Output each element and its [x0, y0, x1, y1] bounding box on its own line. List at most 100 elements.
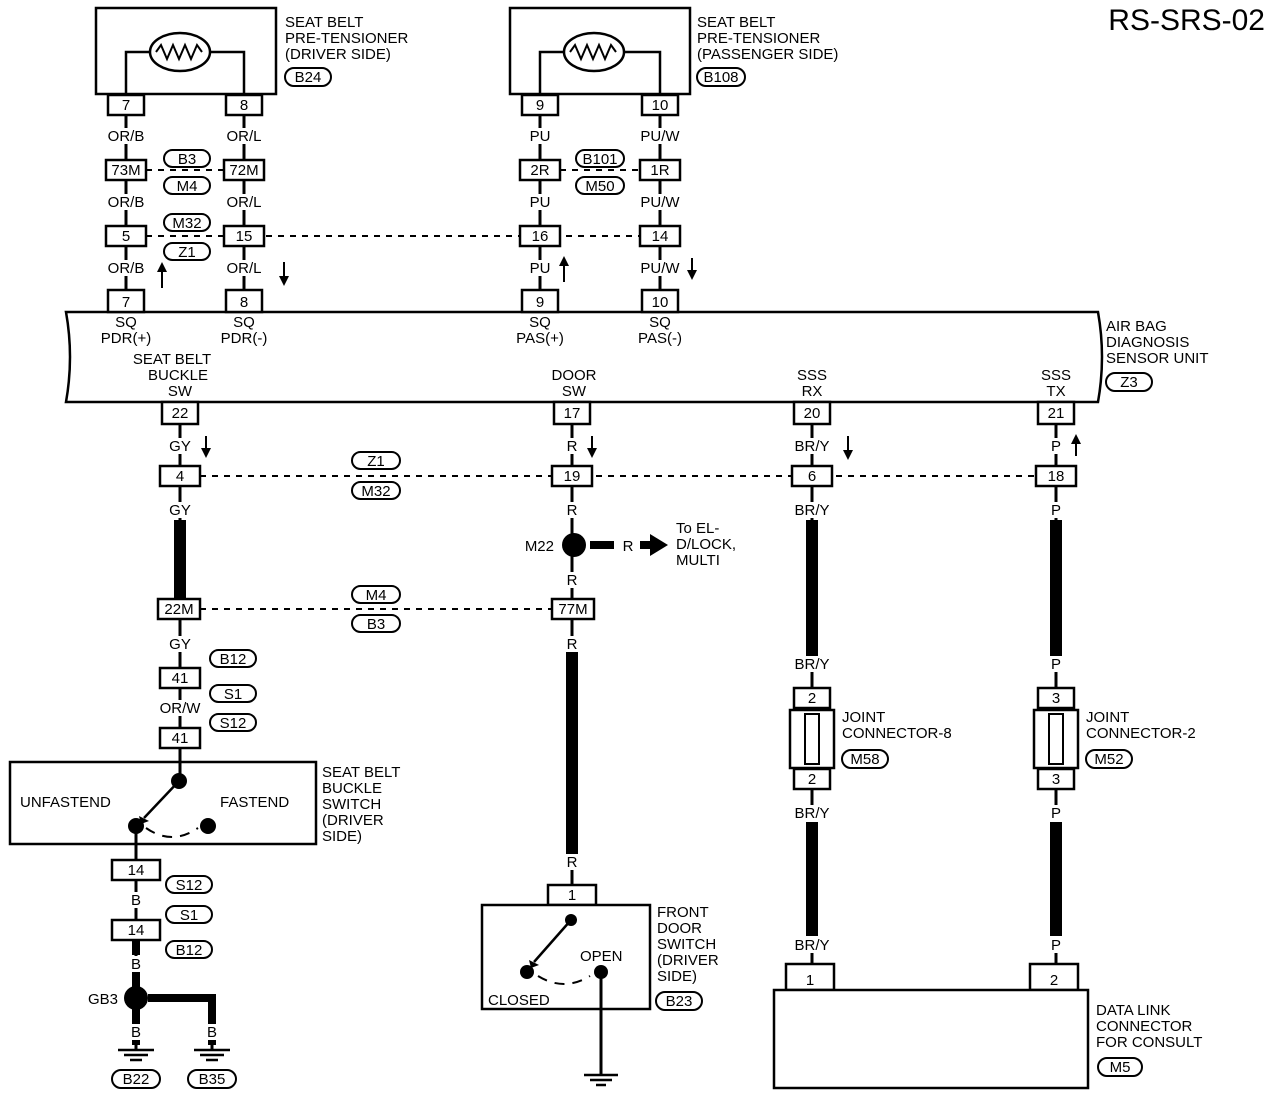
wire-label: PU — [530, 260, 551, 277]
code-s1: S1 — [165, 905, 213, 924]
connector-row-lower-1: 4 19 6 18 Z1 M32 — [158, 451, 1078, 500]
ground-icon — [194, 1040, 230, 1062]
joint8-pin-bottom: 2 — [808, 771, 816, 788]
term-label: PAS(+) — [516, 330, 564, 347]
data-link-connector: 1 2 DATA LINK CONNECTOR FOR CONSULT M5 — [772, 962, 1202, 1090]
unit-pin-9: 9 — [536, 294, 544, 311]
conn-16: 16 — [532, 228, 549, 245]
wire-label: R — [567, 636, 578, 653]
conn-1r: 1R — [650, 162, 669, 179]
arrow-up-icon — [559, 256, 569, 282]
term-label: SQ — [115, 314, 137, 331]
wire-label: R — [567, 854, 578, 871]
wire-label: OR/L — [226, 128, 261, 145]
conn-5: 5 — [122, 228, 130, 245]
buckle-switch-label-1: SEAT BELT — [322, 764, 400, 781]
svg-text:S12: S12 — [176, 877, 203, 894]
airbag-sensor-unit: AIR BAG DIAGNOSIS SENSOR UNIT Z3 7 8 9 1… — [64, 288, 1209, 404]
wire-label: B — [131, 1024, 141, 1041]
code-s12: S12 — [209, 713, 257, 732]
code-b24: B24 — [284, 67, 332, 87]
pretensioner-passenger-label-3: (PASSENGER SIDE) — [697, 46, 838, 63]
svg-text:B24: B24 — [295, 69, 322, 86]
svg-text:Z3: Z3 — [1120, 374, 1138, 391]
svg-text:Z1: Z1 — [178, 244, 196, 261]
svg-text:10: 10 — [652, 97, 669, 114]
door-switch-label-4: (DRIVER — [657, 952, 719, 969]
arrow-down-icon — [843, 436, 853, 460]
conn-77m: 77M — [558, 601, 587, 618]
sensor-unit-label-3: SENSOR UNIT — [1106, 350, 1209, 367]
door-switch-label-1: FRONT — [657, 904, 709, 921]
buckle-chain: GY R 41 B12 OR/W S1 41 S12 — [150, 619, 580, 770]
wire-label: BR/Y — [794, 438, 829, 455]
dlc-label-3: FOR CONSULT — [1096, 1034, 1202, 1051]
pretensioner-driver-label-2: PRE-TENSIONER — [285, 30, 409, 47]
wire-label: P — [1051, 502, 1061, 519]
door-switch-label-5: SIDE) — [657, 968, 697, 985]
pretensioner-passenger-label-2: PRE-TENSIONER — [697, 30, 821, 47]
connector-row-lower-2: 22M 77M M4 B3 — [156, 585, 596, 633]
svg-text:S1: S1 — [180, 907, 198, 924]
wire-label: R — [567, 438, 578, 455]
code-b23: B23 — [655, 991, 703, 1011]
code-b101: B101 — [575, 149, 625, 168]
wire-label: OR/L — [226, 194, 261, 211]
conn-72m: 72M — [229, 162, 258, 179]
code-m58: M58 — [841, 749, 889, 769]
joint8-label-2: CONNECTOR-8 — [842, 725, 952, 742]
term-label: SQ — [529, 314, 551, 331]
buckle-switch-label-5: SIDE) — [322, 828, 362, 845]
conn-14: 14 — [652, 228, 669, 245]
lower-thick-wires — [174, 520, 1062, 936]
code-m4: M4 — [351, 585, 401, 604]
svg-text:S1: S1 — [224, 686, 242, 703]
code-s1: S1 — [209, 684, 257, 703]
wire-label: PU/W — [640, 260, 680, 277]
door-switch-pin-1: 1 — [568, 887, 576, 904]
wire-label: BR/Y — [794, 937, 829, 954]
term-label: SQ — [233, 314, 255, 331]
wire-label: GY — [169, 438, 191, 455]
svg-text:M4: M4 — [177, 178, 198, 195]
wire-label: B — [131, 892, 141, 909]
resistor-icon — [562, 31, 626, 73]
conn-15: 15 — [236, 228, 253, 245]
term-label: SW — [562, 383, 587, 400]
wire-label: R — [567, 572, 578, 589]
unit-pin-17: 17 — [564, 405, 581, 422]
code-z1: Z1 — [351, 451, 401, 470]
door-closed-label: CLOSED — [488, 992, 550, 1009]
page-id: RS-SRS-02 — [1108, 4, 1265, 37]
unit-pin-8: 8 — [240, 294, 248, 311]
svg-text:M32: M32 — [361, 483, 390, 500]
code-m32: M32 — [163, 213, 211, 232]
svg-text:B108: B108 — [703, 69, 738, 86]
conn-41b: 41 — [172, 730, 189, 747]
arrow-down-icon — [687, 258, 697, 280]
door-open-label: OPEN — [580, 948, 623, 965]
term-label: DOOR — [552, 367, 597, 384]
ground-chain: 14 S12 B S1 14 B12 B GB3 B B B22 B35 — [88, 844, 237, 1089]
ground-icon — [118, 1048, 154, 1062]
joint2-pin-bottom: 3 — [1052, 771, 1060, 788]
wire-label: PU — [530, 194, 551, 211]
pretensioner-passenger-label-1: SEAT BELT — [697, 14, 775, 31]
code-b3: B3 — [351, 614, 401, 633]
pin-10-passenger: 10 — [640, 93, 680, 117]
wire-label: OR/L — [226, 260, 261, 277]
arrow-down-icon — [279, 262, 289, 286]
code-z1: Z1 — [163, 242, 211, 261]
conn-14a: 14 — [128, 862, 145, 879]
arrow-down-icon — [587, 436, 597, 458]
code-b12: B12 — [165, 940, 213, 959]
term-label: SW — [168, 383, 193, 400]
svg-text:M5: M5 — [1110, 1059, 1131, 1076]
code-s12: S12 — [165, 875, 213, 894]
code-m50: M50 — [575, 176, 625, 195]
buckle-switch-label-2: BUCKLE — [322, 780, 382, 797]
dlc-label-1: DATA LINK — [1096, 1002, 1170, 1019]
svg-text:M32: M32 — [172, 215, 201, 232]
term-label: SEAT BELT — [133, 351, 211, 368]
